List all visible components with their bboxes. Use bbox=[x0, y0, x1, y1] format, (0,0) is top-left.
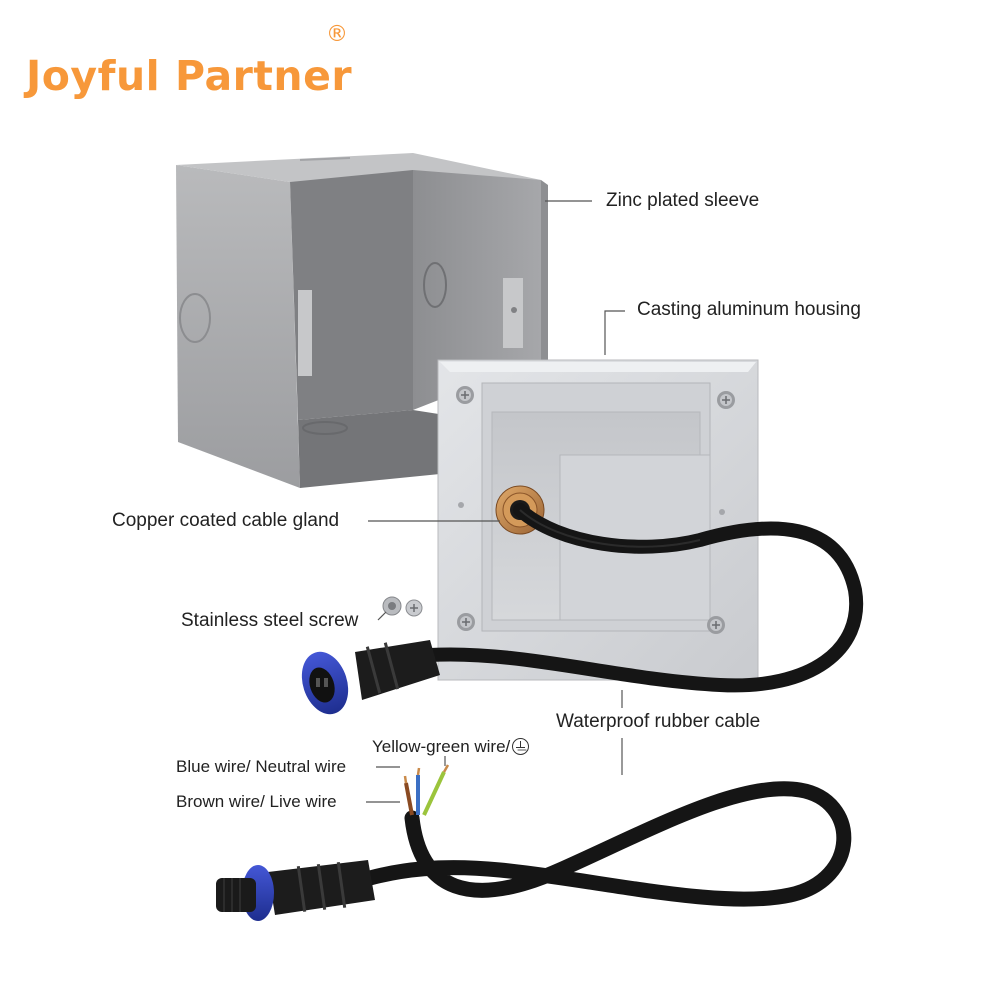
label-aluminum-housing: Casting aluminum housing bbox=[637, 299, 861, 320]
label-blue-wire: Blue wire/ Neutral wire bbox=[176, 757, 347, 776]
lower-rubber-cable bbox=[362, 781, 852, 907]
brand-logo: Joyful Partner bbox=[26, 52, 353, 100]
label-yellow-green-wire: Yellow-green wire/ bbox=[372, 737, 530, 757]
housing-screw bbox=[707, 616, 725, 634]
registered-mark: ® bbox=[326, 22, 348, 47]
aluminum-housing bbox=[437, 359, 759, 681]
housing-screw bbox=[457, 613, 475, 631]
ground-icon bbox=[512, 738, 530, 755]
sleeve-tab bbox=[503, 278, 523, 348]
sleeve-tab bbox=[298, 290, 312, 376]
housing-screw bbox=[456, 386, 474, 404]
sleeve-inner-right bbox=[413, 170, 541, 410]
label-rubber-cable: Waterproof rubber cable bbox=[556, 711, 761, 732]
housing-screw bbox=[717, 391, 735, 409]
leader-screw bbox=[377, 611, 387, 621]
label-zinc-sleeve: Zinc plated sleeve bbox=[606, 190, 760, 211]
yellow-green-wire bbox=[422, 771, 446, 816]
label-stainless-screw: Stainless steel screw bbox=[181, 610, 359, 631]
sleeve-inner-back bbox=[290, 170, 413, 420]
callout-leaders bbox=[366, 200, 625, 803]
label-yellow-green-wire-text: Yellow-green wire/ bbox=[372, 737, 511, 756]
sleeve-left-wall bbox=[176, 165, 300, 488]
lower-connector bbox=[216, 860, 375, 921]
stainless-steel-screw bbox=[382, 596, 423, 617]
knockout-circle bbox=[302, 421, 348, 435]
zinc-sleeve bbox=[176, 153, 548, 488]
label-brown-wire: Brown wire/ Live wire bbox=[176, 792, 337, 811]
leader-housing bbox=[604, 310, 625, 355]
knockout-circle bbox=[423, 262, 447, 308]
wire-ends bbox=[403, 764, 450, 816]
label-cable-gland: Copper coated cable gland bbox=[112, 510, 340, 531]
brown-wire bbox=[404, 782, 414, 816]
upper-connector bbox=[301, 640, 440, 715]
knockout-circle bbox=[179, 293, 211, 343]
